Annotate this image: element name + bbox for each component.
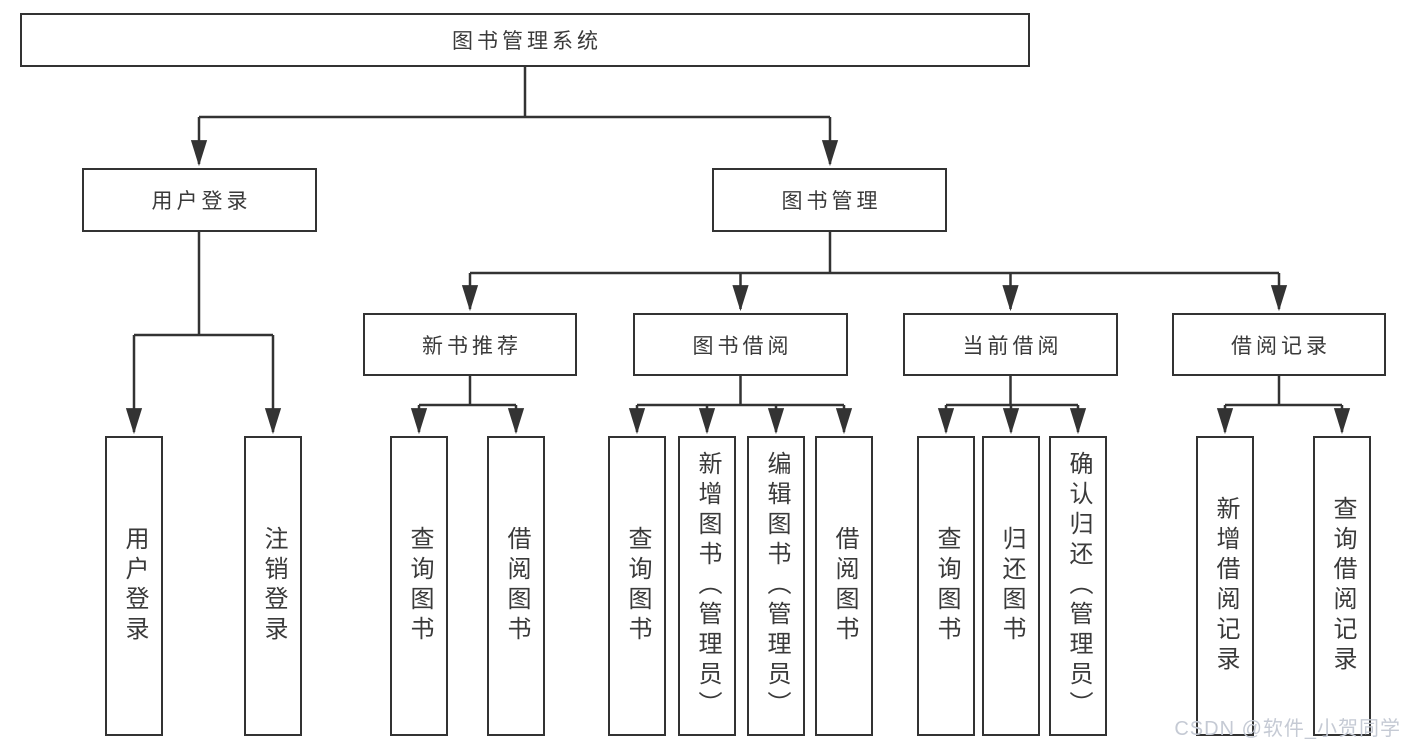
node-label: 借阅图书 [503, 526, 530, 646]
node-borrowing-records: 借阅记录 [1172, 313, 1386, 376]
node-label: 借阅记录 [1231, 334, 1331, 358]
node-label: 用户登录 [151, 190, 252, 213]
csdn-watermark: CSDN @软件_小贺同学 [1174, 718, 1401, 740]
node-label: 当前借阅 [962, 334, 1063, 358]
leaf-user-login: 用户登录 [105, 436, 163, 736]
node-label: 图书管理系统 [452, 30, 602, 53]
node-library-management-system: 图书管理系统 [20, 13, 1030, 67]
node-label: 编辑图书（管理员） [763, 451, 790, 721]
node-label: 确认归还（管理员） [1065, 451, 1092, 721]
leaf-add-borrow-record: 新增借阅记录 [1196, 436, 1254, 736]
node-label: 查询图书 [933, 526, 960, 646]
leaf-confirm-return-admin: 确认归还（管理员） [1049, 436, 1107, 736]
leaf-logout: 注销登录 [244, 436, 302, 736]
node-label: 借阅图书 [831, 526, 858, 646]
node-label: 查询图书 [624, 526, 651, 646]
leaf-query-books-current: 查询图书 [917, 436, 975, 736]
node-book-management: 图书管理 [712, 168, 947, 232]
node-label: 新书推荐 [422, 334, 522, 358]
node-label: 用户登录 [121, 526, 148, 646]
node-label: 查询借阅记录 [1329, 496, 1356, 676]
node-label: 归还图书 [998, 526, 1025, 646]
leaf-borrow-books-borrowing: 借阅图书 [815, 436, 873, 736]
node-book-borrowing: 图书借阅 [633, 313, 848, 376]
leaf-borrow-books-recommend: 借阅图书 [487, 436, 545, 736]
node-label: 图书管理 [781, 190, 882, 213]
leaf-query-borrow-record: 查询借阅记录 [1313, 436, 1371, 736]
node-new-book-recommend: 新书推荐 [363, 313, 577, 376]
node-label: 图书借阅 [692, 334, 793, 358]
leaf-return-books: 归还图书 [982, 436, 1040, 736]
node-label: 注销登录 [260, 526, 287, 646]
node-label: 新增借阅记录 [1212, 496, 1239, 676]
node-current-borrowing: 当前借阅 [903, 313, 1118, 376]
node-label: 新增图书（管理员） [694, 451, 721, 721]
leaf-add-books-admin: 新增图书（管理员） [678, 436, 736, 736]
leaf-edit-books-admin: 编辑图书（管理员） [747, 436, 805, 736]
leaf-query-books-recommend: 查询图书 [390, 436, 448, 736]
node-user-login: 用户登录 [82, 168, 317, 232]
leaf-query-books-borrowing: 查询图书 [608, 436, 666, 736]
node-label: 查询图书 [406, 526, 433, 646]
